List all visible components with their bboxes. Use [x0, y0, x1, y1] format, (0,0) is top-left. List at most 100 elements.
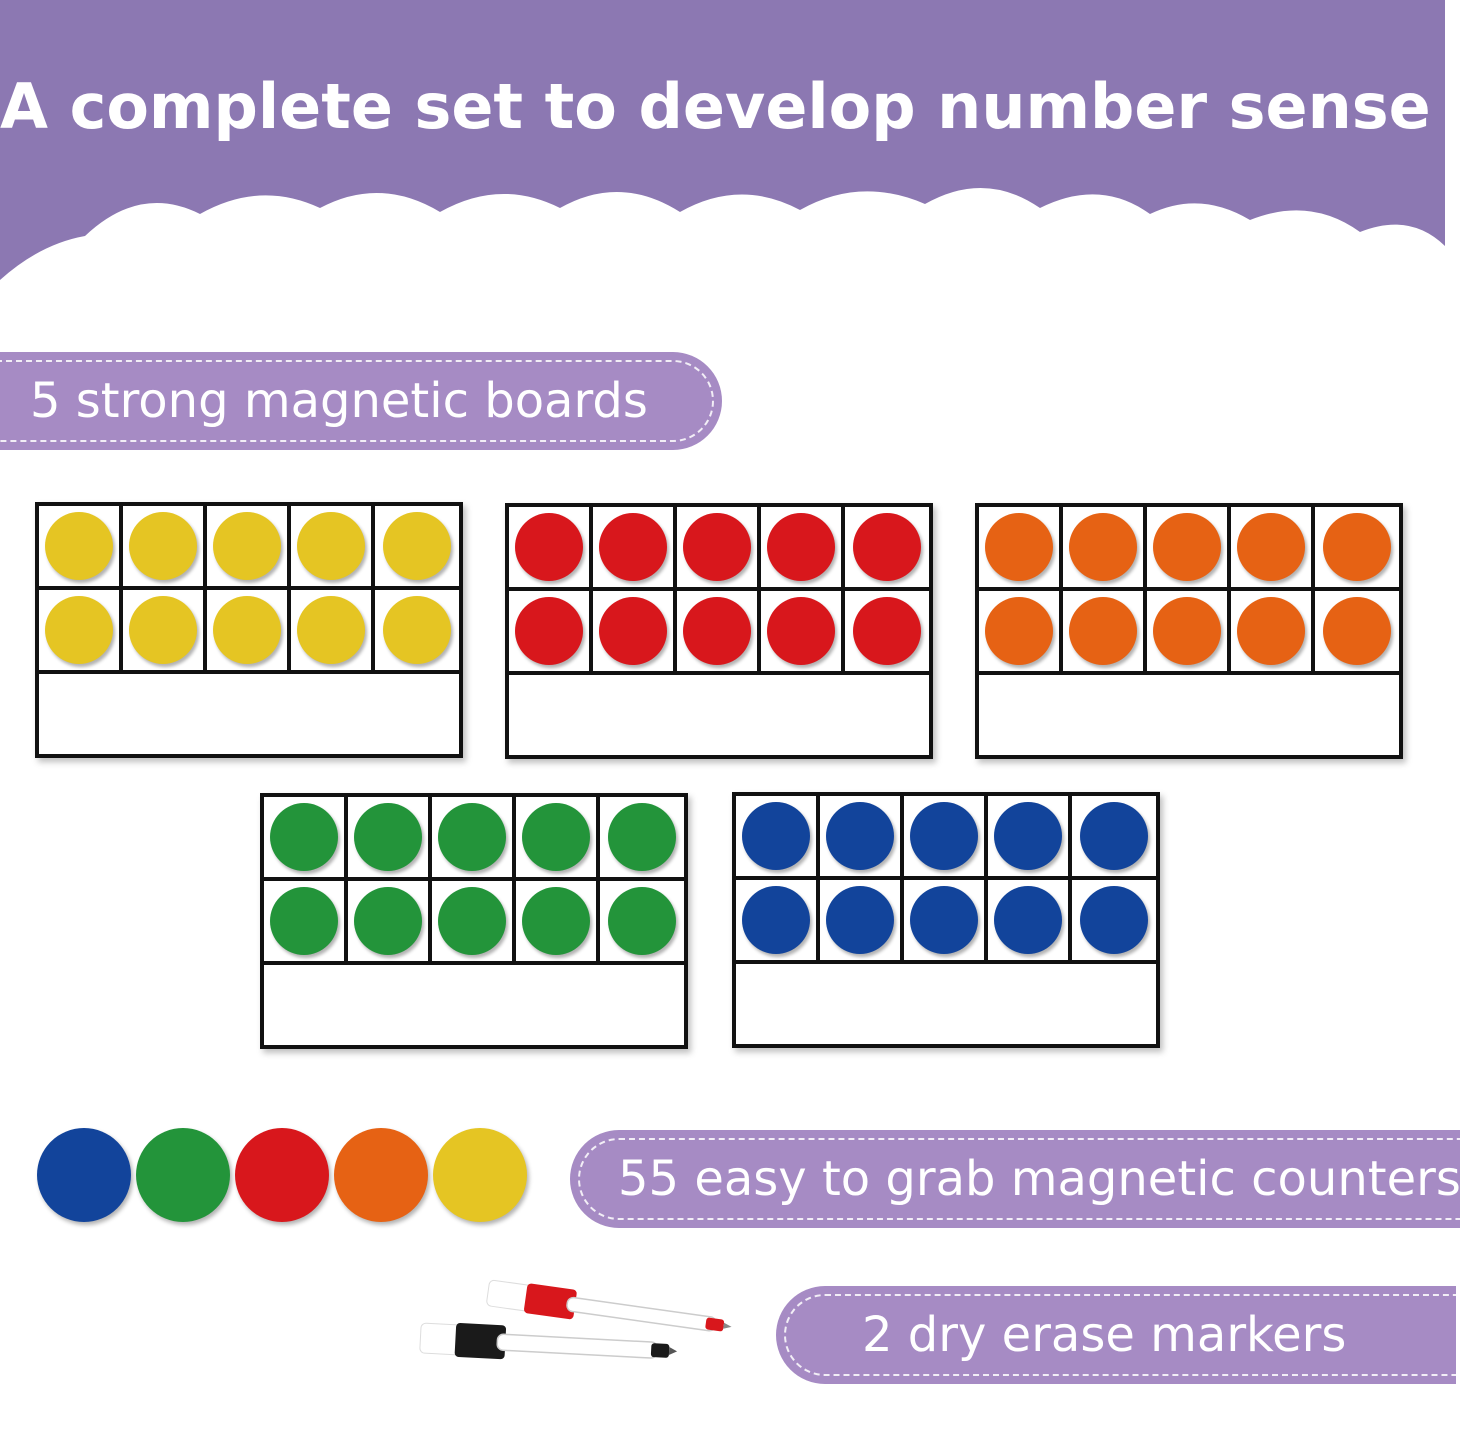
- orange-counter[interactable]: [1069, 513, 1137, 581]
- blue-counter[interactable]: [37, 1128, 131, 1222]
- ten-frame-cell: [593, 591, 677, 675]
- yellow-counter[interactable]: [383, 596, 451, 664]
- orange-counter[interactable]: [1153, 597, 1221, 665]
- ten-frame-cell: [677, 591, 761, 675]
- ten-frame-cell: [904, 796, 988, 880]
- red-counter[interactable]: [515, 513, 583, 581]
- ten-frame-cell: [509, 507, 593, 591]
- green-counter[interactable]: [438, 887, 506, 955]
- ten-frame-cell: [761, 591, 845, 675]
- blue-counter[interactable]: [1080, 886, 1148, 954]
- ten-frame-cell: [375, 506, 459, 590]
- orange-counter[interactable]: [1323, 597, 1391, 665]
- orange-counter[interactable]: [1153, 513, 1221, 581]
- green-counter[interactable]: [522, 803, 590, 871]
- ten-frame-cell: [123, 506, 207, 590]
- yellow-counter[interactable]: [433, 1128, 527, 1222]
- ten-frame-cell: [1231, 507, 1315, 591]
- red-counter[interactable]: [235, 1128, 329, 1222]
- markers-label: 2 dry erase markers: [776, 1286, 1460, 1384]
- yellow-counter[interactable]: [45, 512, 113, 580]
- ten-frame-cell: [291, 506, 375, 590]
- orange-counter[interactable]: [334, 1128, 428, 1222]
- orange-counter[interactable]: [985, 597, 1053, 665]
- yellow-counter[interactable]: [129, 596, 197, 664]
- yellow-counter[interactable]: [297, 596, 365, 664]
- green-counter[interactable]: [270, 887, 338, 955]
- red-ten-frame-board: [505, 503, 933, 759]
- ten-frame-cell: [820, 880, 904, 964]
- yellow-counter[interactable]: [297, 512, 365, 580]
- green-counter[interactable]: [522, 887, 590, 955]
- ten-frame-cell: [509, 591, 593, 675]
- ten-frame-cell: [264, 881, 348, 965]
- ten-frame-cell: [1063, 591, 1147, 675]
- ten-frame-cell: [1072, 880, 1156, 964]
- orange-counter[interactable]: [1069, 597, 1137, 665]
- green-counter[interactable]: [608, 803, 676, 871]
- green-counter[interactable]: [354, 887, 422, 955]
- ten-frame-grid: [264, 797, 684, 965]
- yellow-ten-frame-board: [35, 502, 463, 758]
- red-counter[interactable]: [515, 597, 583, 665]
- red-counter[interactable]: [767, 513, 835, 581]
- ten-frame-cell: [600, 881, 684, 965]
- yellow-counter[interactable]: [129, 512, 197, 580]
- ten-frame-cell: [845, 591, 929, 675]
- counters-label-text: 55 easy to grab magnetic counters: [618, 1151, 1461, 1207]
- ten-frame-cell: [904, 880, 988, 964]
- yellow-counter[interactable]: [45, 596, 113, 664]
- red-counter[interactable]: [853, 513, 921, 581]
- green-counter[interactable]: [354, 803, 422, 871]
- green-counter[interactable]: [136, 1128, 230, 1222]
- blue-counter[interactable]: [994, 802, 1062, 870]
- red-counter[interactable]: [853, 597, 921, 665]
- green-ten-frame-board: [260, 793, 688, 1049]
- ten-frame-cell: [988, 880, 1072, 964]
- yellow-counter[interactable]: [383, 512, 451, 580]
- ten-frame-cell: [761, 507, 845, 591]
- orange-counter[interactable]: [1237, 513, 1305, 581]
- blue-counter[interactable]: [742, 886, 810, 954]
- ten-frame-cell: [348, 881, 432, 965]
- orange-counter[interactable]: [1323, 513, 1391, 581]
- ten-frame-cell: [1147, 591, 1231, 675]
- red-counter[interactable]: [683, 513, 751, 581]
- blue-counter[interactable]: [910, 802, 978, 870]
- orange-ten-frame-board: [975, 503, 1403, 759]
- green-counter[interactable]: [608, 887, 676, 955]
- ten-frame-cell: [979, 591, 1063, 675]
- blue-counter[interactable]: [994, 886, 1062, 954]
- green-counter[interactable]: [438, 803, 506, 871]
- ten-frame-cell: [736, 796, 820, 880]
- red-counter[interactable]: [767, 597, 835, 665]
- blue-counter[interactable]: [826, 802, 894, 870]
- markers-label-text: 2 dry erase markers: [862, 1307, 1347, 1363]
- ten-frame-grid: [509, 507, 929, 675]
- ten-frame-cell: [516, 881, 600, 965]
- blue-counter[interactable]: [826, 886, 894, 954]
- blue-counter[interactable]: [910, 886, 978, 954]
- red-counter[interactable]: [683, 597, 751, 665]
- black-marker-icon: [419, 1322, 678, 1360]
- red-counter[interactable]: [599, 513, 667, 581]
- blue-counter[interactable]: [742, 802, 810, 870]
- blue-ten-frame-board: [732, 792, 1160, 1048]
- red-counter[interactable]: [599, 597, 667, 665]
- green-counter[interactable]: [270, 803, 338, 871]
- ten-frame-cell: [1072, 796, 1156, 880]
- orange-counter[interactable]: [1237, 597, 1305, 665]
- yellow-counter[interactable]: [213, 596, 281, 664]
- headline: A complete set to develop number sense !: [0, 70, 1481, 143]
- ten-frame-cell: [1063, 507, 1147, 591]
- ten-frame-cell: [600, 797, 684, 881]
- red-marker-icon: [486, 1279, 732, 1332]
- orange-counter[interactable]: [985, 513, 1053, 581]
- markers-group: [419, 1279, 732, 1360]
- yellow-counter[interactable]: [213, 512, 281, 580]
- ten-frame-grid: [736, 796, 1156, 964]
- ten-frame-cell: [845, 507, 929, 591]
- ten-frame-cell: [1315, 591, 1399, 675]
- ten-frame-cell: [39, 590, 123, 674]
- blue-counter[interactable]: [1080, 802, 1148, 870]
